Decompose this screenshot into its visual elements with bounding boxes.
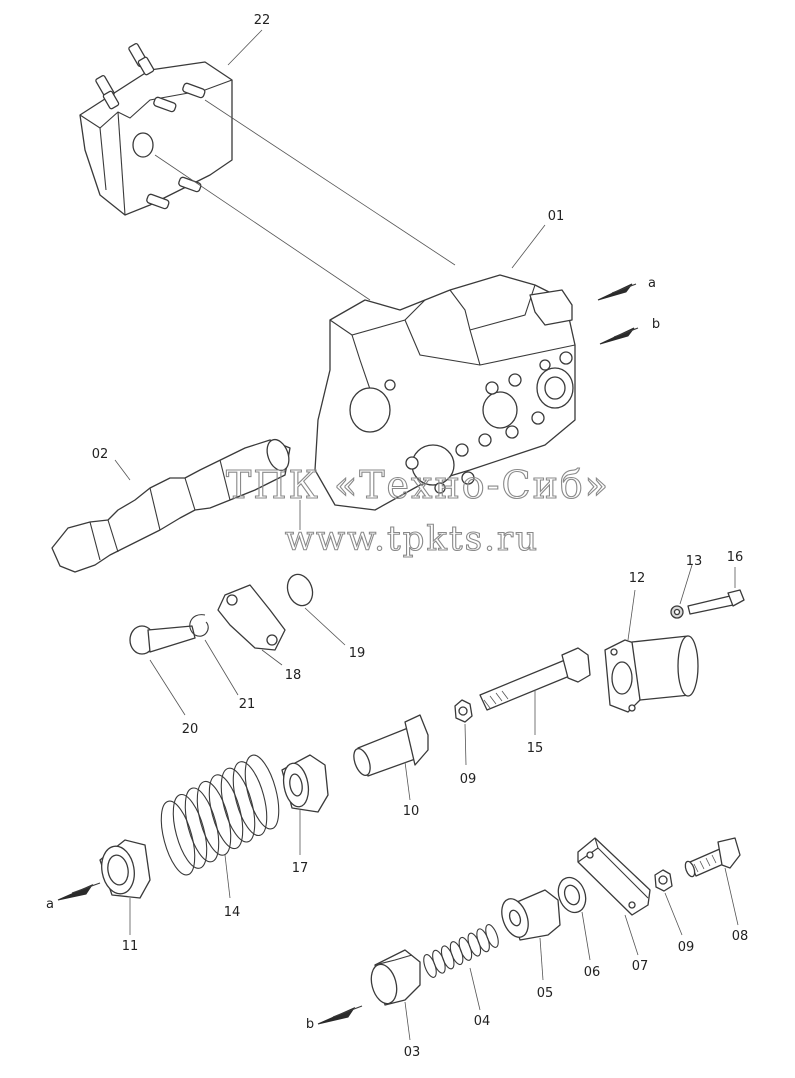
part-03-cup	[370, 949, 421, 1041]
part-14-large-spring	[160, 754, 280, 876]
arrow-a-left	[57, 882, 101, 901]
label-06: 06	[584, 965, 601, 980]
watermark-line-2: www.tpkts.ru	[285, 519, 539, 559]
label-b-top: b	[652, 317, 660, 332]
spring-coil	[244, 754, 280, 830]
label-01: 01	[548, 209, 565, 224]
label-02: 02	[92, 447, 109, 462]
part-17-spring-seat	[281, 754, 329, 855]
fittings-22	[95, 43, 155, 110]
part-04-small-spring	[423, 924, 499, 978]
label-14: 14	[224, 905, 241, 920]
label-b-left: b	[306, 1017, 314, 1032]
part-20-pin	[129, 625, 196, 716]
alignment-line-2	[154, 154, 371, 301]
label-03: 03	[404, 1045, 421, 1060]
label-07: 07	[632, 959, 649, 974]
label-10: 10	[403, 804, 420, 819]
arrow-a-top	[597, 283, 637, 301]
label-11: 11	[122, 939, 139, 954]
label-20: 20	[182, 722, 199, 737]
spring-coil	[449, 941, 464, 966]
part-08-bolt	[684, 837, 741, 926]
label-21: 21	[239, 697, 256, 712]
watermark-line-1: ТПК «Техно-Сиб»	[226, 463, 610, 507]
part-09-nut-lower	[654, 869, 683, 936]
spring-coil	[232, 761, 268, 837]
label-18: 18	[285, 668, 302, 683]
part-01-valve-body	[314, 224, 576, 511]
label-16: 16	[727, 550, 744, 565]
spring-coil	[485, 924, 499, 948]
part-13-washer	[670, 564, 693, 619]
part-09-nut-upper	[454, 699, 473, 766]
part-15-long-bolt	[479, 647, 591, 735]
label-15: 15	[527, 741, 544, 756]
label-09-upper: 09	[460, 772, 477, 787]
label-04: 04	[474, 1014, 491, 1029]
spring-coil	[196, 780, 232, 856]
spring-coil	[220, 767, 256, 843]
part-22-cover	[79, 29, 263, 216]
part-11-retainer	[99, 839, 151, 935]
spring-coil	[184, 787, 220, 863]
spring-coil	[467, 932, 482, 957]
spring-coil	[423, 954, 437, 978]
label-17: 17	[292, 861, 309, 876]
part-16-bolt	[687, 567, 745, 615]
alignment-line-1	[204, 99, 456, 266]
spring-coil	[208, 774, 244, 850]
spring-coil	[160, 800, 196, 876]
arrow-b-top	[599, 327, 639, 345]
part-12-cap	[604, 589, 699, 713]
part-21-retaining-ring	[189, 614, 239, 696]
label-12: 12	[629, 571, 646, 586]
part-05-piston	[501, 889, 561, 981]
part-06-washer	[557, 876, 591, 961]
spring-coil	[172, 793, 208, 869]
spring-coil	[432, 949, 446, 974]
part-07-block	[577, 837, 651, 956]
label-09-lower: 09	[678, 940, 695, 955]
studs-22	[146, 82, 206, 210]
label-22: 22	[254, 13, 271, 28]
label-08: 08	[732, 929, 749, 944]
part-02-spool	[51, 438, 301, 573]
label-a-top: a	[648, 276, 656, 291]
label-19: 19	[349, 646, 366, 661]
label-05: 05	[537, 986, 554, 1001]
part-10-sleeve	[353, 714, 429, 801]
arrow-b-left	[317, 1005, 363, 1025]
spring-coil	[458, 936, 473, 961]
spring-coil	[476, 928, 490, 953]
label-a-left: a	[46, 897, 54, 912]
part-18-flange-plate	[217, 584, 286, 666]
part-19-o-ring	[286, 573, 346, 646]
spring-coil	[440, 945, 455, 970]
label-13: 13	[686, 554, 703, 569]
